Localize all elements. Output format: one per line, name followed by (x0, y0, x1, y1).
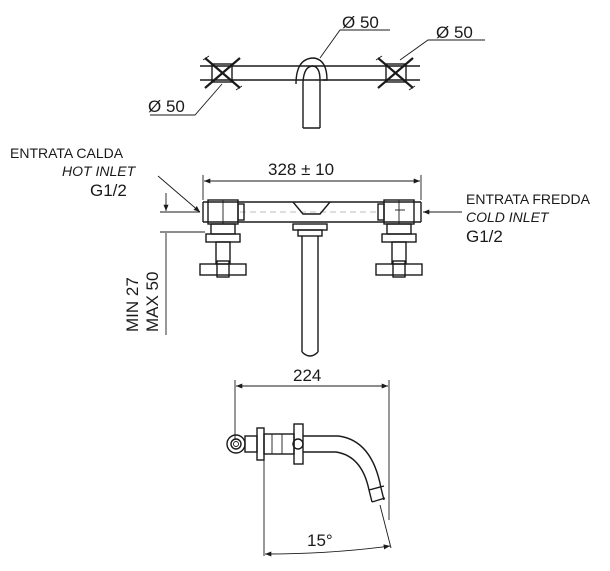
side-view: 224 15° (226, 366, 392, 557)
front-view: 328 ± 10 (10, 145, 591, 357)
hot-inlet-label-it: ENTRATA CALDA (10, 145, 124, 161)
depth-min-label: MIN 27 (123, 277, 142, 332)
width-dimension-label: 328 ± 10 (268, 160, 334, 179)
cold-inlet-label-it: ENTRATA FREDDA (466, 191, 591, 207)
length-dimension-label: 224 (293, 366, 321, 385)
right-cross-handle (375, 55, 416, 91)
cold-valve-body (375, 199, 423, 278)
length-dimension-line (234, 380, 390, 520)
depth-dimension-line (160, 193, 205, 335)
side-view-handle (292, 423, 304, 465)
side-view-mount (226, 427, 295, 461)
hot-inlet-thread: G1/2 (90, 181, 127, 200)
front-view-spout (292, 201, 331, 357)
diameter-label-center: Ø 50 (342, 13, 379, 32)
width-dimension-line (202, 175, 422, 200)
cold-inlet-label-en: COLD INLET (466, 209, 550, 225)
top-view-spout (295, 57, 328, 129)
top-view-leaders (150, 29, 485, 116)
angle-dimension (263, 460, 392, 557)
top-view: Ø 50 Ø 50 Ø 50 (148, 13, 485, 129)
diameter-label-right: Ø 50 (436, 23, 473, 42)
diameter-label-left: Ø 50 (148, 97, 185, 116)
hot-inlet-label-en: HOT INLET (62, 163, 137, 179)
left-cross-handle (202, 55, 243, 91)
hot-inlet-arrow (157, 175, 201, 213)
front-view-body (202, 201, 422, 223)
hot-valve-body (199, 199, 247, 278)
cold-inlet-thread: G1/2 (466, 227, 503, 246)
angle-label: 15° (307, 531, 333, 550)
depth-max-label: MAX 50 (143, 272, 162, 332)
top-view-bar (200, 65, 420, 81)
side-view-spout (303, 435, 386, 503)
